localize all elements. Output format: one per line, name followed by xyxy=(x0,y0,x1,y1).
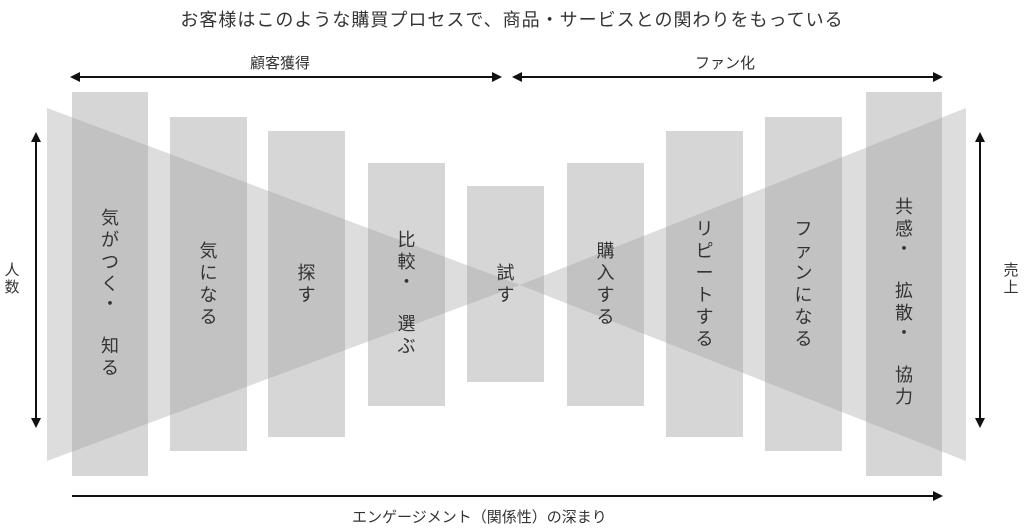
axis-label-right-text: 売上 xyxy=(1003,261,1019,296)
stage-bar-4 xyxy=(368,163,445,406)
axis-label-left-text: 人数 xyxy=(4,261,20,296)
axis-label-bottom: エンゲージメント（関係性）の深まり xyxy=(352,508,607,526)
axis-label-right: 売上 xyxy=(1001,262,1021,296)
stage-bar-3 xyxy=(268,131,345,437)
stage-label-3: 探す xyxy=(297,263,316,306)
phase-label-left: 顧客獲得 xyxy=(250,54,311,72)
stage-label-9: 共感・拡散・協力 xyxy=(895,197,913,408)
funnel-triangle-right xyxy=(520,108,966,461)
stage-label-7: リピートする xyxy=(695,219,714,350)
stage-bar-6 xyxy=(567,163,644,406)
stage-label-1: 気がつく・知る xyxy=(101,208,119,379)
stage-bar-1 xyxy=(72,92,148,476)
stage-label-8: ファンになる xyxy=(794,219,813,350)
phase-label-right: ファン化 xyxy=(695,54,756,72)
stage-label-4: 比較・選ぶ xyxy=(397,230,416,357)
stage-bar-5 xyxy=(467,186,544,382)
page-title: お客様はこのような購買プロセスで、商品・サービスとの関わりをもっている xyxy=(180,10,844,31)
stage-bar-7 xyxy=(666,131,743,437)
stage-label-2: 気になる xyxy=(199,241,218,328)
funnel-triangle-left xyxy=(47,108,520,461)
stage-label-5: 試す xyxy=(496,263,515,306)
stage-bar-9 xyxy=(866,92,942,476)
stage-bar-8 xyxy=(765,117,842,451)
stage-bar-2 xyxy=(170,117,247,451)
axis-label-left: 人数 xyxy=(2,262,22,296)
stage-label-6: 購入する xyxy=(596,241,615,328)
